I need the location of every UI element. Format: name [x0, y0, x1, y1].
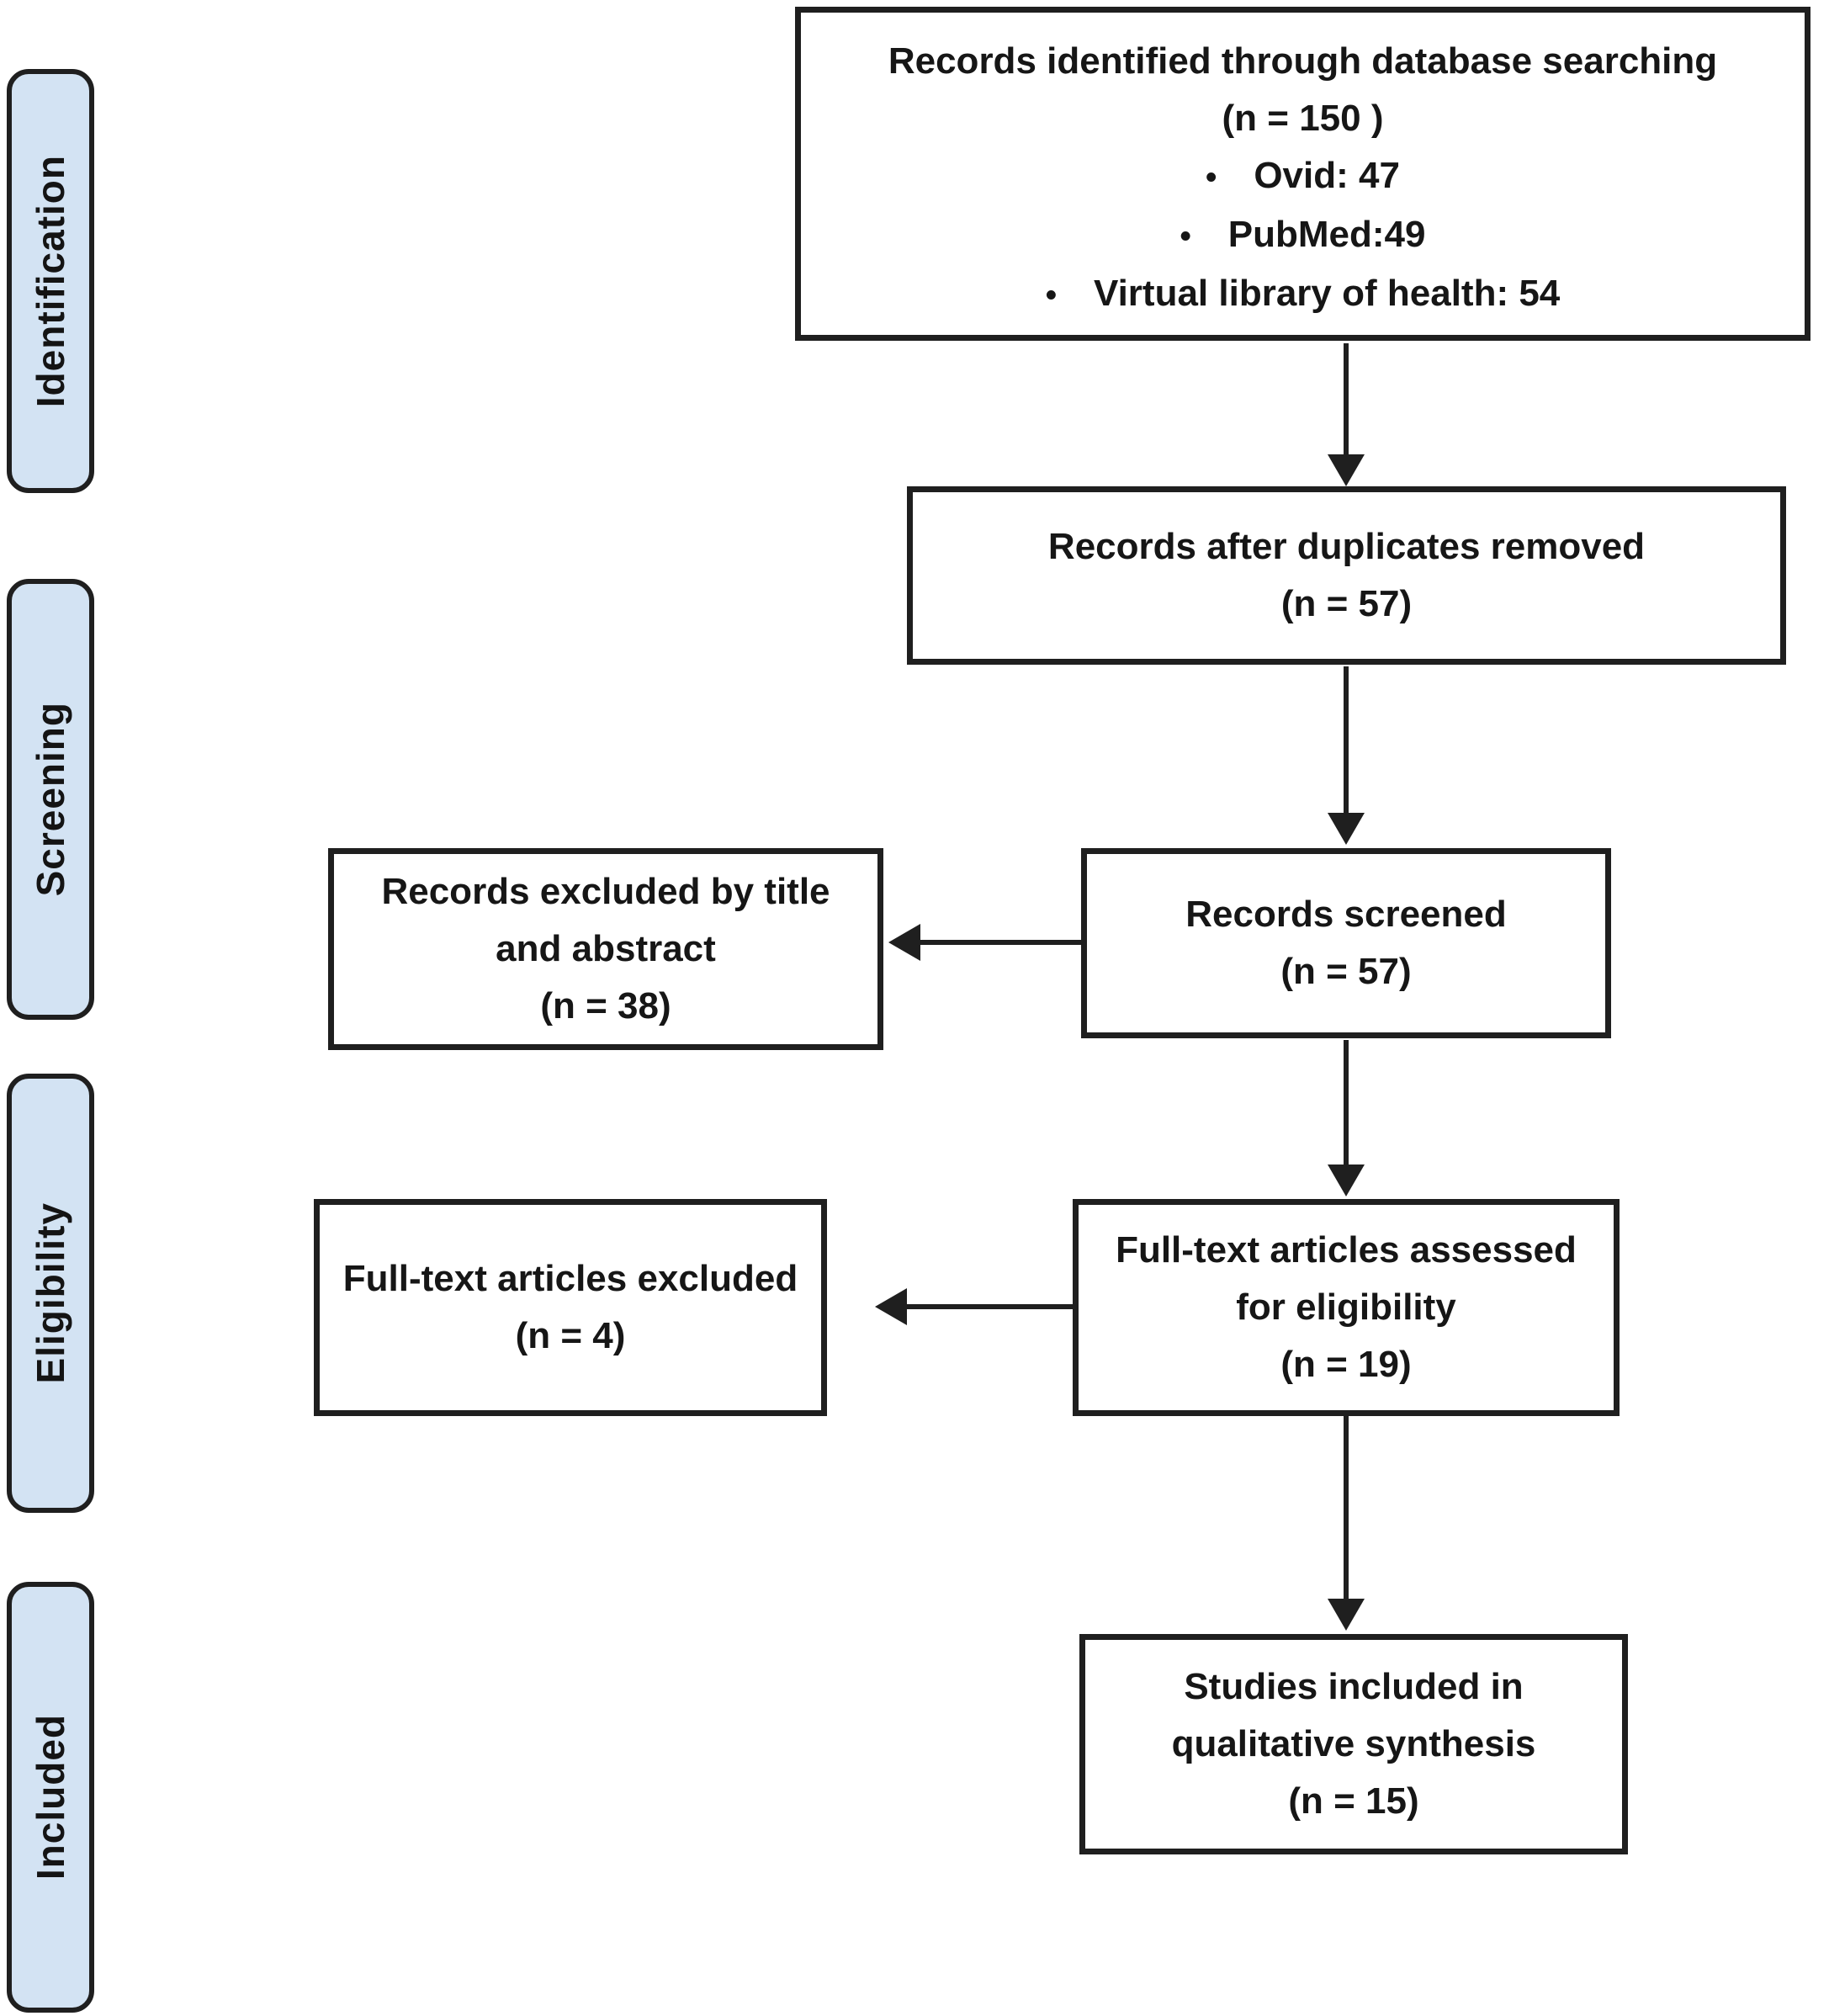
- stage-identification: Identification: [7, 69, 94, 493]
- arrow-down-icon: [1328, 1165, 1365, 1196]
- arrow-down-icon: [1328, 454, 1365, 486]
- database-bullet-list: • Ovid: 47 • PubMed:49 • Virtual library…: [1046, 147, 1561, 324]
- stage-screening-label: Screening: [29, 702, 72, 897]
- stage-screening: Screening: [7, 579, 94, 1020]
- studies-included-count: (n = 15): [1288, 1780, 1419, 1822]
- arrow-line: [1344, 343, 1349, 456]
- duplicates-removed-count: (n = 57): [1280, 583, 1413, 624]
- stage-included-label: Included: [29, 1714, 72, 1881]
- studies-included-line1: Studies included in: [1184, 1666, 1524, 1707]
- fulltext-assessed-count: (n = 19): [1280, 1344, 1412, 1385]
- records-excluded-line2: and abstract: [496, 928, 716, 969]
- fulltext-assessed-line2: for eligibility: [1236, 1287, 1456, 1328]
- arrow-line: [1344, 666, 1349, 814]
- studies-included-line2: qualitative synthesis: [1171, 1723, 1536, 1764]
- box-fulltext-excluded: Full-text articles excluded (n = 4): [314, 1199, 827, 1416]
- records-screened-title: Records screened: [1185, 894, 1507, 935]
- bullet-icon: •: [1045, 278, 1058, 313]
- arrow-left-icon: [888, 924, 920, 961]
- bullet-icon: •: [1206, 160, 1217, 195]
- arrow-line: [1344, 1412, 1349, 1600]
- arrow-line: [920, 940, 1082, 945]
- bullet-pubmed-label: PubMed:49: [1227, 214, 1426, 255]
- arrow-down-icon: [1328, 813, 1365, 845]
- records-excluded-count: (n = 38): [540, 985, 671, 1027]
- bullet-item-ovid: • Ovid: 47: [1046, 147, 1561, 206]
- bullet-ovid-label: Ovid: 47: [1254, 155, 1400, 196]
- fulltext-assessed-line1: Full-text articles assessed: [1116, 1229, 1577, 1271]
- fulltext-excluded-count: (n = 4): [515, 1315, 626, 1356]
- records-excluded-line1: Records excluded by title: [381, 871, 830, 912]
- box-records-identified: Records identified through database sear…: [795, 7, 1810, 341]
- stage-identification-label: Identification: [29, 154, 72, 408]
- bullet-virtual-library-label: Virtual library of health: 54: [1094, 273, 1561, 314]
- arrow-left-icon: [875, 1288, 907, 1325]
- fulltext-excluded-title: Full-text articles excluded: [342, 1258, 798, 1299]
- arrow-line: [1344, 1040, 1349, 1166]
- box-records-excluded-title-abstract: Records excluded by title and abstract (…: [328, 848, 883, 1050]
- bullet-icon: •: [1180, 219, 1191, 254]
- records-screened-count: (n = 57): [1280, 951, 1412, 992]
- arrow-down-icon: [1328, 1599, 1365, 1631]
- stage-eligibility: Eligibility: [7, 1074, 94, 1513]
- box-studies-included: Studies included in qualitative synthesi…: [1079, 1634, 1628, 1854]
- records-identified-count: (n = 150 ): [1222, 98, 1384, 139]
- box-fulltext-assessed: Full-text articles assessed for eligibil…: [1073, 1199, 1620, 1416]
- stage-included: Included: [7, 1582, 94, 2013]
- bullet-item-pubmed: • PubMed:49: [1046, 206, 1561, 265]
- records-identified-title: Records identified through database sear…: [888, 40, 1718, 82]
- stage-eligibility-label: Eligibility: [29, 1202, 72, 1384]
- box-duplicates-removed: Records after duplicates removed (n = 57…: [907, 486, 1786, 665]
- box-records-screened: Records screened (n = 57): [1081, 848, 1611, 1038]
- bullet-item-virtual-library: • Virtual library of health: 54: [1046, 265, 1561, 324]
- arrow-line: [907, 1304, 1074, 1309]
- duplicates-removed-title: Records after duplicates removed: [1047, 526, 1646, 567]
